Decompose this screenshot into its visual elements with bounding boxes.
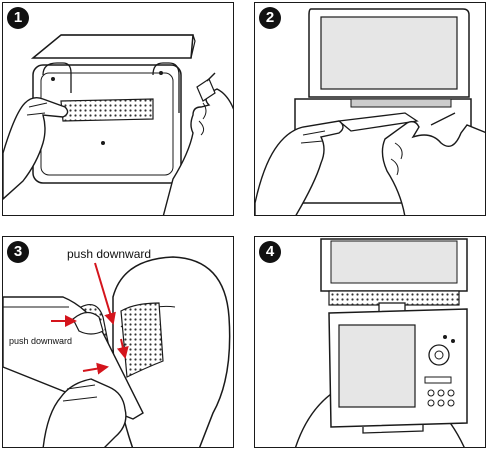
step-1-panel: 1 [2,2,234,216]
step-3-panel: 3 push downward push downward [2,236,234,448]
step-number-badge: 4 [259,241,281,263]
hand [43,379,126,448]
step-4-panel: 4 [254,236,486,448]
step-number-badge: 1 [7,7,29,29]
step-1-illustration [3,3,234,216]
step-2-panel: 2 [254,2,486,216]
step-number-badge: 2 [259,7,281,29]
player-window [339,325,415,407]
step-number-badge: 3 [7,241,29,263]
push-downward-label-top: push downward [67,247,151,261]
step-4-illustration [255,237,486,448]
player-screen [321,17,457,89]
player-lid [33,35,193,58]
velcro-strap [61,99,153,121]
step-2-illustration [255,3,486,216]
player-body-back [33,65,181,183]
push-downward-label-left: push downward [9,336,72,346]
